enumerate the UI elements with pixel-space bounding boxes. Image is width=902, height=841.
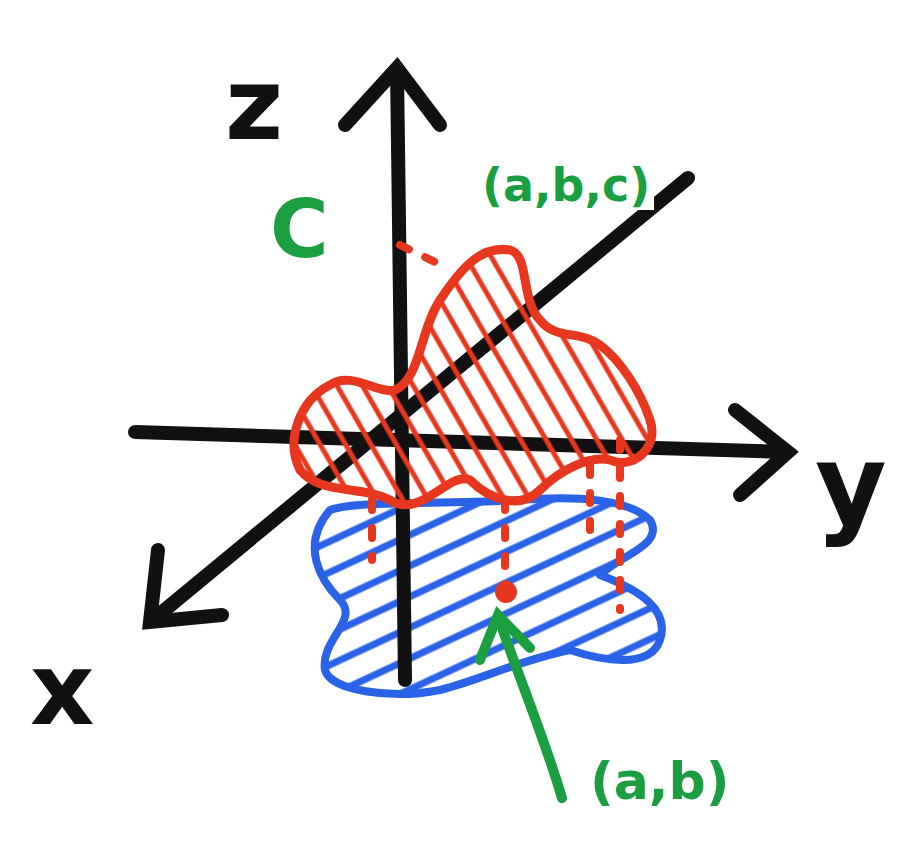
axis-label: z [225,55,283,155]
surface-patch [294,249,652,504]
y-arrowhead [735,410,788,495]
axis-label: x [30,640,95,740]
point-label: (a,b,c) [478,160,654,210]
z-axis [397,70,405,680]
domain-region [315,498,662,694]
pointer-arrow [480,615,562,798]
z-arrowhead [345,68,440,125]
point-dot [495,581,517,603]
x-arrowhead [150,550,222,622]
x-axis [155,178,688,618]
point-label: (a,b) [590,755,730,807]
axes [135,68,788,680]
curve-label: C [270,190,329,270]
axis-label: y [815,430,887,540]
